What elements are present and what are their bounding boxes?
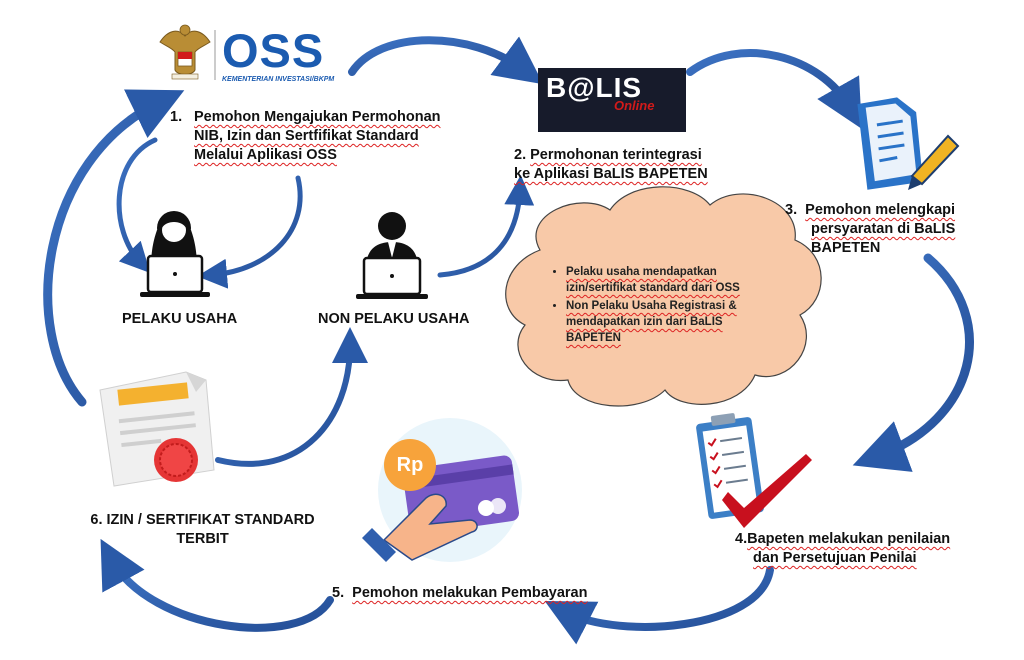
step-5-text: 5. Pemohon melakukan Pembayaran [332, 584, 652, 603]
arrow-2-to-3 [686, 49, 862, 129]
garuda-emblem-icon [159, 24, 211, 80]
cycle-arrows [43, 36, 974, 645]
cloud-bullet-2: Non Pelaku Usaha Registrasi & mendapatka… [566, 298, 758, 346]
arrow-6-to-non-pelaku [215, 327, 368, 467]
cloud-bullets: Pelaku usaha mendapatkan izin/sertifikat… [548, 264, 758, 348]
step-2-line-2: ke Aplikasi BaLIS BAPETEN [514, 166, 708, 182]
arrow-5-to-6 [100, 538, 334, 632]
step-4-line-1: Bapeten melakukan penilaian [747, 531, 951, 547]
step-4-number: 4. [735, 531, 748, 547]
arrow-1-to-2 [348, 36, 544, 85]
step-6-number: 6. [90, 512, 103, 528]
step-1-line-3: Melalui Aplikasi OSS [194, 147, 337, 163]
user-laptop-icon [140, 211, 210, 297]
actor-label-pelaku-usaha: PELAKU USAHA [122, 311, 238, 327]
step-2-line-1: Permohonan terintegrasi [530, 147, 702, 163]
arrow-3-to-4 [852, 253, 974, 472]
step-5-line-1: Pemohon melakukan Pembayaran [352, 585, 588, 601]
step-6-text: 6. IZIN / SERTIFIKAT STANDARD TERBIT [70, 511, 335, 549]
certificate-icon [99, 371, 215, 487]
arrow-6-to-1 [43, 89, 185, 407]
balis-logo: B@LIS Online [538, 68, 686, 132]
step-3-number: 3. [785, 202, 798, 218]
actor-label-non-pelaku-usaha: NON PELAKU USAHA [318, 311, 470, 327]
step-1-line-1: Pemohon Mengajukan Permohonan [194, 109, 441, 125]
step-5-number: 5. [332, 585, 345, 601]
step-3-line-1: Pemohon melengkapi [805, 202, 956, 218]
step-1-text: 1. Pemohon Mengajukan Permohonan NIB, Izi… [170, 108, 490, 165]
balis-logo-subtitle: Online [614, 98, 655, 113]
arrow-1-to-pelaku-return [197, 175, 303, 289]
step-2-text: 2. Permohonan terintegrasi ke Aplikasi B… [514, 146, 754, 184]
arrow-1-to-pelaku [116, 137, 158, 273]
info-cloud [505, 186, 822, 407]
oss-logo: OSS [222, 24, 325, 77]
arrow-4-to-5 [544, 566, 774, 645]
cloud-bullet-1: Pelaku usaha mendapatkan izin/sertifikat… [566, 264, 758, 296]
step-3-line-3: BAPETEN [811, 240, 881, 256]
step-3-text: 3. Pemohon melengkapi persyaratan di BaL… [785, 201, 1000, 258]
balis-logo-name: B@LIS [546, 72, 643, 103]
step-6-line-1: IZIN / SERTIFIKAT STANDARD [106, 512, 315, 528]
clipboard-check-icon [696, 413, 812, 528]
payment-card-icon [362, 418, 522, 562]
step-1-number: 1. [170, 109, 183, 125]
rupiah-coin-icon: Rp [384, 439, 436, 491]
step-2-number: 2. [514, 147, 527, 163]
step-1-line-2: NIB, Izin dan Sertfifikat Standard [194, 128, 419, 144]
user-laptop-icon [356, 212, 428, 299]
step-3-line-2: persyaratan di BaLIS [811, 221, 956, 237]
step-4-text: 4.Bapeten melakukan penilaian dan Perset… [735, 530, 995, 568]
arrow-non-pelaku-to-2 [437, 175, 535, 278]
step-6-line-2: TERBIT [176, 531, 229, 547]
oss-logo-subtitle: KEMENTERIAN INVESTASI/BKPM [222, 76, 335, 83]
step-4-line-2: dan Persetujuan Penilai [753, 550, 917, 566]
document-pen-icon [857, 97, 960, 190]
